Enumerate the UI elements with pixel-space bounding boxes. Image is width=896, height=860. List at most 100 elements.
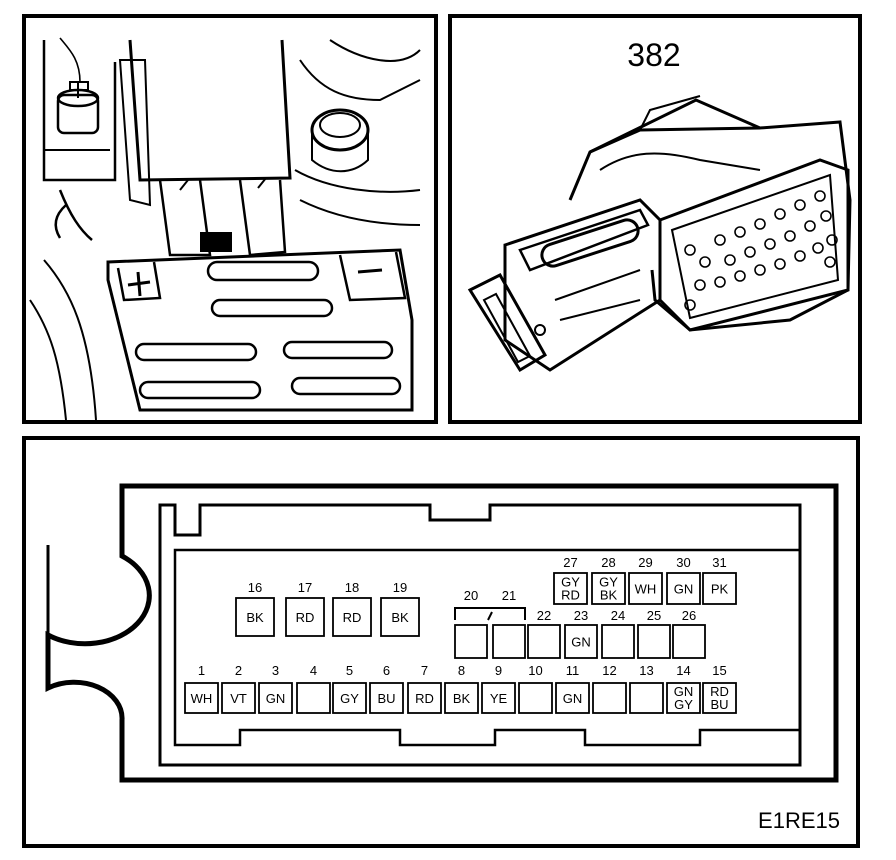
wire-color: GN <box>266 691 286 706</box>
pin-number: 1 <box>198 663 205 678</box>
pin-cavity <box>332 597 372 637</box>
pin-2: 2VT <box>221 663 256 714</box>
pin-number: 8 <box>458 663 465 678</box>
pin-cavity <box>454 624 488 659</box>
wire-color: RD <box>343 610 362 625</box>
wire-color: RD <box>296 610 315 625</box>
pin-number: 16 <box>248 580 262 595</box>
pin-cavity <box>481 682 516 714</box>
pin-cavity <box>527 624 561 659</box>
pin-21: 21 <box>492 588 526 659</box>
wire-color: GN <box>571 635 591 650</box>
pin-cavity <box>407 682 442 714</box>
wire-color: GY <box>599 575 618 590</box>
pin-cavity <box>592 682 627 714</box>
pin-22: 22 <box>527 608 561 659</box>
pin-cavity <box>702 682 737 714</box>
pin-number: 24 <box>611 608 625 623</box>
pin-cavity <box>666 682 701 714</box>
pin-6: 6BU <box>369 663 404 714</box>
wire-color: VT <box>230 691 247 706</box>
pin-cavity <box>221 682 256 714</box>
pin-number: 7 <box>421 663 428 678</box>
pin-number: 18 <box>345 580 359 595</box>
pin-10: 10 <box>518 663 553 714</box>
wire-color: GN <box>674 684 694 699</box>
wire-color: RD <box>710 684 729 699</box>
pin-number: 30 <box>676 555 690 570</box>
pin-number: 20 <box>464 588 478 603</box>
wire-color: YE <box>490 691 508 706</box>
pin-number: 9 <box>495 663 502 678</box>
wire-color: GY <box>674 697 693 712</box>
pin-number: 3 <box>272 663 279 678</box>
wire-color: GY <box>340 691 359 706</box>
pin-number: 29 <box>638 555 652 570</box>
wire-color: BK <box>453 691 471 706</box>
pin-number: 19 <box>393 580 407 595</box>
pin-9: 9YE <box>481 663 516 714</box>
pin-cavity <box>628 572 663 605</box>
pin-4: 4 <box>296 663 331 714</box>
pin-26: 26 <box>672 608 706 659</box>
wire-color: BK <box>391 610 409 625</box>
pin-cavity <box>380 597 420 637</box>
wire-color: GN <box>674 582 694 597</box>
pin-24: 24 <box>601 608 635 659</box>
pin-5: 5GY <box>332 663 367 714</box>
pin-number: 28 <box>601 555 615 570</box>
pin-number: 26 <box>682 608 696 623</box>
pin-number: 22 <box>537 608 551 623</box>
pin-number: 17 <box>298 580 312 595</box>
pin-cavity <box>601 624 635 659</box>
pin-number: 10 <box>528 663 542 678</box>
pin-cavity <box>666 572 701 605</box>
pin-number: 2 <box>235 663 242 678</box>
wire-color: RD <box>415 691 434 706</box>
pin-cavity <box>332 682 367 714</box>
wire-color: BK <box>246 610 264 625</box>
location-panel <box>22 14 438 424</box>
pin-number: 5 <box>346 663 353 678</box>
pin-cavity <box>285 597 325 637</box>
pin-cavity <box>702 572 737 605</box>
pin-12: 12 <box>592 663 627 714</box>
wire-color: BU <box>710 697 728 712</box>
pin-cavity <box>553 572 588 605</box>
wire-color: RD <box>561 588 580 603</box>
pin-number: 6 <box>383 663 390 678</box>
pin-cavity <box>564 624 598 659</box>
pin-number: 15 <box>712 663 726 678</box>
wire-color: WH <box>635 582 657 597</box>
pin-number: 14 <box>676 663 690 678</box>
pin-cavities <box>684 190 838 311</box>
pin-3: 3GN <box>258 663 293 714</box>
pin-cavity <box>591 572 626 605</box>
pin-20: 20 <box>454 588 488 659</box>
pin-number: 4 <box>310 663 317 678</box>
wire-color: PK <box>711 582 729 597</box>
wire-color: GN <box>563 691 583 706</box>
pin-number: 27 <box>563 555 577 570</box>
pin-13: 13 <box>629 663 664 714</box>
pin-cavity <box>184 682 219 714</box>
connector-number: 382 <box>627 37 680 73</box>
pin-number: 31 <box>712 555 726 570</box>
wire-color: BU <box>377 691 395 706</box>
pin-number: 25 <box>647 608 661 623</box>
pin-cavity <box>672 624 706 659</box>
pin-bracket <box>454 607 526 621</box>
